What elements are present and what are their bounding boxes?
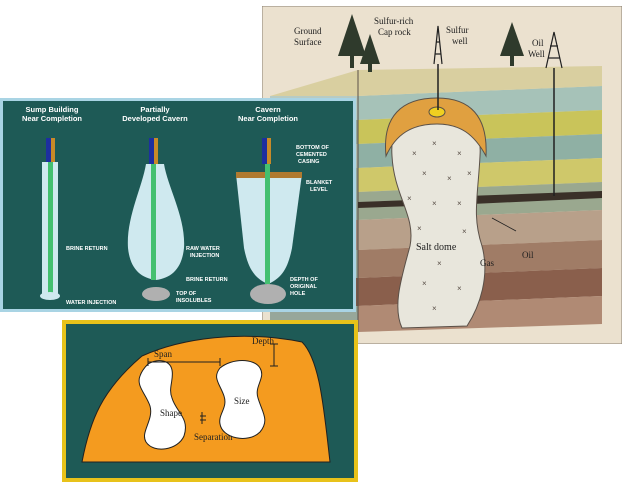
separation-label: Separation — [194, 432, 233, 442]
stage-3-title-2: Near Completion — [238, 114, 298, 123]
blanket-label-2: LEVEL — [310, 187, 328, 193]
svg-text:×: × — [407, 194, 412, 203]
stage-1-title-1: Sump Building — [26, 105, 79, 114]
void-size — [216, 360, 266, 439]
cavern-development-diagram: Sump Building Near Completion Partially … — [0, 98, 356, 312]
sulfur-well-label-1: Sulfur — [446, 25, 469, 35]
stage-3-title-1: Cavern — [255, 105, 281, 114]
svg-text:×: × — [417, 224, 422, 233]
raw-water-label-1: RAW WATER — [186, 246, 220, 252]
insolubles-label-2: INSOLUBLES — [176, 298, 212, 304]
blanket-label-1: BLANKET — [306, 180, 333, 186]
stage-2-title-2: Developed Cavern — [122, 114, 188, 123]
cap-rock — [384, 97, 487, 158]
oil-well-label-1: Oil — [532, 38, 544, 48]
ground-surface-label-1: Ground — [294, 26, 322, 36]
depth-label: Depth — [252, 336, 274, 346]
svg-text:×: × — [412, 149, 417, 158]
stage-2-well — [127, 138, 185, 301]
cap-rock-label-2: Cap rock — [378, 27, 411, 37]
sulfur-well-derrick-icon — [433, 25, 443, 110]
dimension-lines — [147, 343, 278, 424]
depth-label-2: ORIGINAL — [290, 284, 318, 290]
svg-text:×: × — [457, 284, 462, 293]
svg-text:×: × — [432, 304, 437, 313]
oil-well-label-2: Well — [528, 49, 545, 59]
void-parameters-diagram: Span Depth Shape Size Separation — [62, 320, 358, 482]
brine-return-label-2: BRINE RETURN — [186, 277, 228, 283]
void-shape — [138, 360, 186, 450]
ground-surface-label-2: Surface — [294, 37, 321, 47]
sulfur-well-label-2: well — [452, 36, 468, 46]
gas-label: Gas — [480, 258, 494, 268]
casing-label-3: CASING — [298, 159, 319, 165]
svg-text:×: × — [462, 227, 467, 236]
water-injection-label: WATER INJECTION — [66, 300, 116, 306]
oil-label: Oil — [522, 250, 534, 260]
sulfur-deposit — [428, 106, 446, 118]
svg-text:×: × — [422, 169, 427, 178]
svg-text:×: × — [432, 199, 437, 208]
depth-label-3: HOLE — [290, 291, 306, 297]
svg-text:×: × — [447, 174, 452, 183]
svg-text:×: × — [457, 199, 462, 208]
svg-text:×: × — [422, 279, 427, 288]
salt-dome-label: Salt dome — [416, 242, 457, 253]
size-label: Size — [234, 396, 250, 406]
stage-1-well — [40, 138, 60, 300]
depth-label-1: DEPTH OF — [290, 277, 318, 283]
casing-label-1: BOTTOM OF — [296, 145, 330, 151]
brine-return-label-1: BRINE RETURN — [66, 246, 108, 252]
oil-well-derrick-icon — [545, 31, 563, 196]
tree-icons — [338, 14, 524, 72]
raw-water-label-2: INJECTION — [190, 253, 219, 259]
shape-label: Shape — [160, 408, 182, 418]
insolubles-label-1: TOP OF — [176, 291, 197, 297]
casing-label-2: CEMENTED — [296, 152, 327, 158]
svg-text:×: × — [437, 259, 442, 268]
stage-3-well — [236, 138, 302, 304]
svg-text:×: × — [432, 139, 437, 148]
stage-2-title-1: Partially — [140, 105, 170, 114]
stage-1-title-2: Near Completion — [22, 114, 82, 123]
span-label: Span — [154, 349, 173, 359]
rock-mass — [81, 335, 331, 463]
salt-texture: × × × × × × × × × × × × × × × — [407, 139, 472, 313]
cap-rock-label-1: Sulfur-rich — [374, 16, 414, 26]
svg-text:×: × — [457, 149, 462, 158]
svg-text:×: × — [467, 169, 472, 178]
